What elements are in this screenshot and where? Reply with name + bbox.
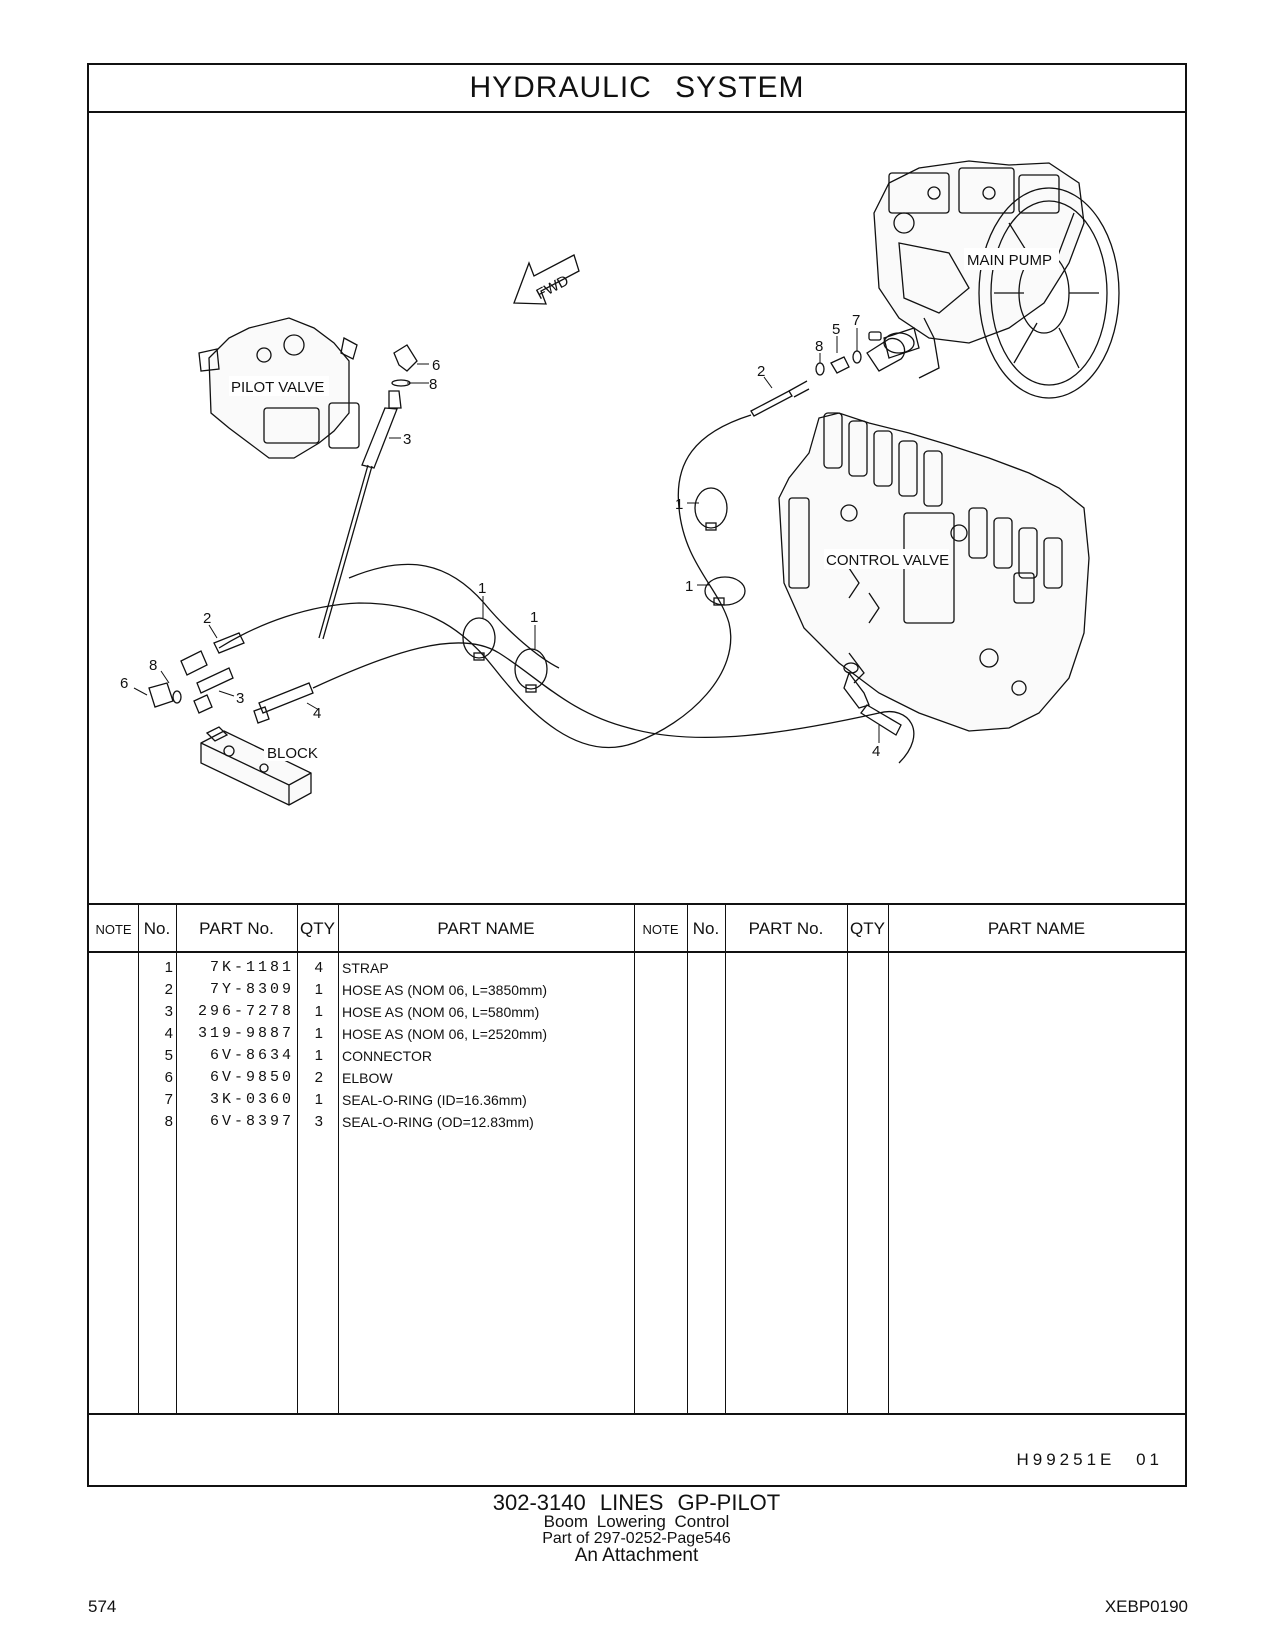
control-valve-label-bg xyxy=(824,549,949,569)
caption-reference: Part of 297-0252-Page546 xyxy=(542,1530,731,1547)
row-quantity: 4 xyxy=(314,959,323,976)
row-quantity: 1 xyxy=(314,1047,323,1064)
row-part-number: 6V-8397 xyxy=(209,1113,294,1130)
header-part-no-right: PART No. xyxy=(748,919,824,938)
callout-numbers: 6 8 3 2 8 5 7 1 1 1 1 2 8 6 3 4 4 xyxy=(120,312,880,760)
row-number: 6 xyxy=(164,1069,173,1086)
row-number: 8 xyxy=(164,1113,173,1130)
row-number: 5 xyxy=(164,1047,173,1064)
row-part-number: 7Y-8309 xyxy=(209,981,294,998)
pilot-valve-label-bg xyxy=(229,376,329,396)
callout-2-block: 2 xyxy=(203,610,211,627)
row-part-number: 319-9887 xyxy=(197,1025,294,1042)
diagram-svg: MAIN PUMP FWD PILOT VALVE xyxy=(120,160,1120,806)
callout-2-pump: 2 xyxy=(757,363,765,380)
header-note-left: NOTE xyxy=(95,921,132,937)
parts-page-frame: HYDRAULIC SYSTEM xyxy=(87,63,1187,1487)
callout-6-block: 6 xyxy=(120,675,128,692)
callout-3-block: 3 xyxy=(236,690,244,707)
callout-1-mid-left: 1 xyxy=(478,580,486,597)
row-quantity: 1 xyxy=(314,1025,323,1042)
row-part-number: 296-7278 xyxy=(197,1003,294,1020)
table-row: 4 319-9887 1 HOSE AS (NOM 06, L=2520mm) xyxy=(89,1022,1185,1045)
row-quantity: 1 xyxy=(314,981,323,998)
header-part-no-left: PART No. xyxy=(199,919,274,938)
block-illustration xyxy=(200,726,312,806)
hoses-3-4-to-block xyxy=(148,563,915,764)
row-part-number: 6V-8634 xyxy=(209,1047,294,1064)
block-label-bg xyxy=(264,743,322,761)
straps xyxy=(462,487,746,693)
page-title-bar: HYDRAULIC SYSTEM xyxy=(89,65,1185,113)
table-row: 2 7Y-8309 1 HOSE AS (NOM 06, L=3850mm) xyxy=(89,978,1185,1001)
row-part-name: HOSE AS (NOM 06, L=2520mm) xyxy=(342,1025,548,1042)
row-part-name: CONNECTOR xyxy=(342,1047,432,1064)
main-pump-illustration xyxy=(868,160,1120,399)
main-pump-label-bg xyxy=(964,248,1059,270)
block-label: BLOCK xyxy=(267,745,318,762)
row-number: 4 xyxy=(164,1025,173,1042)
main-pump-label: MAIN PUMP xyxy=(967,252,1052,269)
row-part-number: 7K-1181 xyxy=(209,959,294,976)
row-part-name: HOSE AS (NOM 06, L=3850mm) xyxy=(342,981,548,998)
row-part-name: ELBOW xyxy=(342,1069,393,1086)
control-valve-illustration xyxy=(778,412,1090,732)
callout-7: 7 xyxy=(852,312,860,329)
document-code: XEBP0190 xyxy=(1104,1597,1188,1616)
header-qty-left: QTY xyxy=(300,919,335,938)
illustration-code: H99251E 01 xyxy=(1016,1450,1163,1469)
caption-group-title: 302-3140 LINES GP-PILOT xyxy=(492,1490,781,1515)
table-row: 5 6V-8634 1 CONNECTOR xyxy=(89,1044,1185,1067)
callout-1-upper: 1 xyxy=(675,496,683,513)
row-number: 3 xyxy=(164,1003,173,1020)
callout-3-pilot: 3 xyxy=(403,431,411,448)
control-valve-label: CONTROL VALVE xyxy=(826,552,949,569)
callout-8-pilot: 8 xyxy=(429,376,437,393)
table-row: 1 7K-1181 4 STRAP xyxy=(89,956,1185,979)
callout-1-right: 1 xyxy=(685,578,693,595)
table-row: 3 296-7278 1 HOSE AS (NOM 06, L=580mm) xyxy=(89,1000,1185,1023)
row-part-name: SEAL-O-RING (OD=12.83mm) xyxy=(342,1113,534,1130)
row-part-number: 3K-0360 xyxy=(209,1091,294,1108)
table-row: 8 6V-8397 3 SEAL-O-RING (OD=12.83mm) xyxy=(89,1110,1185,1133)
row-number: 7 xyxy=(164,1091,173,1108)
row-quantity: 3 xyxy=(314,1113,323,1130)
caption-attachment: An Attachment xyxy=(574,1545,699,1566)
pilot-valve-label: PILOT VALVE xyxy=(231,379,324,396)
caption-subtitle: Boom Lowering Control xyxy=(543,1512,730,1531)
row-number: 2 xyxy=(164,981,173,998)
parts-table-header: NOTE No. PART No. QTY PART NAME NOTE No.… xyxy=(89,903,1185,953)
page-number: 574 xyxy=(88,1597,117,1616)
callout-6-pilot: 6 xyxy=(432,357,440,374)
parts-table-body: 1 7K-1181 4 STRAP 2 7Y-8309 1 HOSE AS (N… xyxy=(89,953,1185,1415)
callout-8-pump: 8 xyxy=(815,338,823,355)
row-part-number: 6V-9850 xyxy=(209,1069,294,1086)
header-no-right: No. xyxy=(692,919,720,938)
table-row: 7 3K-0360 1 SEAL-O-RING (ID=16.36mm) xyxy=(89,1088,1185,1111)
callout-4-block: 4 xyxy=(313,705,321,722)
hose-4-at-control-valve xyxy=(843,662,902,736)
header-note-right: NOTE xyxy=(642,921,679,937)
row-quantity: 1 xyxy=(314,1003,323,1020)
row-quantity: 2 xyxy=(314,1069,323,1086)
header-part-name-right: PART NAME xyxy=(987,919,1086,938)
header-no-left: No. xyxy=(143,919,171,938)
callout-4-valve: 4 xyxy=(872,743,880,760)
callout-8-block: 8 xyxy=(149,657,157,674)
parts-diagram: MAIN PUMP FWD PILOT VALVE xyxy=(89,113,1185,903)
row-part-name: SEAL-O-RING (ID=16.36mm) xyxy=(342,1091,527,1108)
page-title: HYDRAULIC SYSTEM xyxy=(469,71,805,104)
callout-5: 5 xyxy=(832,321,840,338)
hose-2-to-pump xyxy=(218,337,906,749)
header-part-name-left: PART NAME xyxy=(437,919,535,938)
row-part-name: STRAP xyxy=(342,959,389,976)
callout-1-mid-right: 1 xyxy=(530,609,538,626)
callout-leaders xyxy=(133,328,880,743)
row-part-name: HOSE AS (NOM 06, L=580mm) xyxy=(342,1003,540,1020)
table-row: 6 6V-9850 2 ELBOW xyxy=(89,1066,1185,1089)
forward-direction-arrow: FWD xyxy=(513,254,580,305)
header-qty-right: QTY xyxy=(850,919,885,938)
row-number: 1 xyxy=(164,959,173,976)
row-quantity: 1 xyxy=(314,1091,323,1108)
